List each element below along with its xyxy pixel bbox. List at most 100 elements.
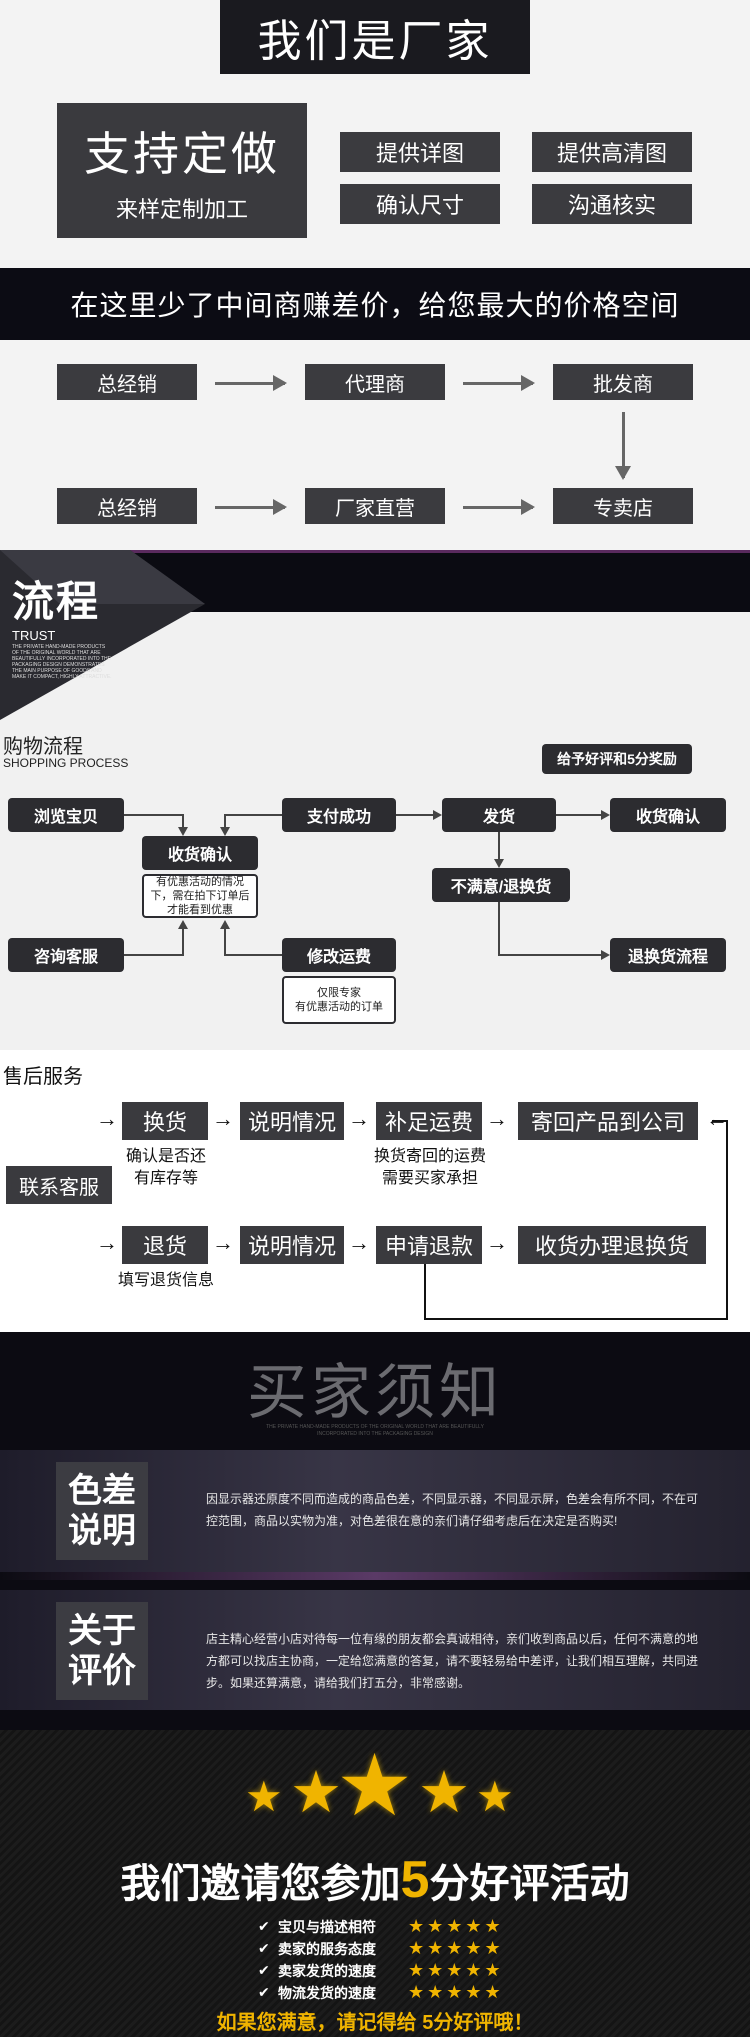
arrow-right-icon: → [348,1106,370,1131]
contact-service-box: 联系客服 [6,1166,112,1204]
connector-line [124,814,184,816]
chain-factory-direct: 厂家直营 [305,488,445,524]
return-loop-line [712,1120,728,1122]
tag-label: 确认尺寸 [375,193,464,218]
rating-headline: 我们邀请您参加5分好评活动 [0,1850,750,1910]
custom-main-box: 支持定做 来样定制加工 [57,103,307,238]
connector-line [498,954,602,956]
star-icon: ★ [476,1773,514,1820]
arrow-right-icon: → [96,1106,118,1131]
tag-communicate: 沟通核实 [532,184,692,224]
confirm-receipt-box: 收货确认 [610,798,726,832]
arrow-up-icon [220,920,230,929]
chain-general-distributor-1: 总经销 [57,364,197,400]
arrow-up-icon [178,920,188,929]
arrow-right-icon: → [96,1230,118,1255]
factory-title-box: 我们是厂家 [220,0,530,74]
unsatisfied-box: 不满意/退换货 [432,868,570,902]
arrow-right-icon [433,810,442,820]
explain-label: 说明情况 [247,1110,336,1135]
rating-item-label: 物流发货的速度 [278,1984,376,2001]
connector-line [124,954,184,956]
rating-stars: ★★★★★ [408,1960,504,1980]
modify-fee-note: 仅限专家 有优惠活动的订单 [282,976,396,1024]
consult-label: 咨询客服 [33,949,98,966]
middleman-banner: 在这里少了中间商赚差价，给您最大的价格空间 [0,268,750,340]
exchange-label: 换货 [142,1110,187,1135]
flow-header-accent [0,550,750,553]
chain-general-distributor-2: 总经销 [57,488,197,524]
headline-pre: 我们邀请您参加 [120,1862,401,1906]
arrow-left-icon: ← [706,1106,728,1131]
arrow-right-icon: → [212,1106,234,1131]
receive-label: 收货办理退换货 [534,1234,689,1259]
rating-row: ✔卖家发货的速度★★★★★ [258,1960,504,1981]
send-back-box: 寄回产品到公司 [518,1102,698,1140]
tag-detail-drawing: 提供详图 [340,132,500,172]
headline-post: 分好评活动 [429,1862,630,1906]
refund-label: 退货 [142,1234,187,1259]
refund-box: 退货 [122,1226,208,1264]
eval-text: 店主精心经营小店对待每一位有缘的朋友都会真诚相待，亲们收到商品以后，任何不满意的… [206,1632,699,1690]
connector-line [182,928,184,956]
pay-success-label: 支付成功 [306,809,371,826]
apply-refund-label: 申请退款 [384,1234,473,1259]
ship-box: 发货 [442,798,556,832]
exchange-note-line: 有库存等 [133,1170,198,1187]
add-fee-note-line: 换货寄回的运费 [373,1148,486,1165]
exchange-note-line: 确认是否还 [125,1148,206,1165]
custom-main-title: 支持定做 [84,127,280,180]
explain-box-1: 说明情况 [240,1102,344,1140]
chain-store: 专卖店 [553,488,693,524]
star-icon: ★ [245,1773,283,1820]
chain-wholesaler: 批发商 [553,364,693,400]
rating-item-label: 宝贝与描述相符 [278,1918,376,1935]
connector-line [556,814,602,816]
tag-label: 提供详图 [375,141,464,166]
add-fee-note: 换货寄回的运费 需要买家承担 [352,1146,508,1190]
check-icon: ✔ [258,1962,270,1978]
factory-title: 我们是厂家 [257,17,493,66]
explain-box-2: 说明情况 [240,1226,344,1264]
reward-box: 给予好评和5分奖励 [542,744,692,774]
rating-stars: ★★★★★ [408,1982,504,2002]
ship-label: 发货 [482,809,515,826]
modify-fee-label: 修改运费 [306,949,371,966]
unsatisfied-label: 不满意/退换货 [450,879,552,896]
rating-stars: ★★★★★ [408,1938,504,1958]
chain-label: 总经销 [97,373,157,396]
arrow-right-icon: → [486,1230,508,1255]
headline-num: 5 [400,1851,430,1909]
return-flow-box: 退换货流程 [610,938,726,972]
chain-agent: 代理商 [305,364,445,400]
connector-line [182,814,184,828]
buyer-notice-section: 买家须知 THE PRIVATE HAND-MADE PRODUCTS OF T… [0,1332,750,1730]
arrow-icon [463,375,535,391]
send-back-label: 寄回产品到公司 [530,1110,685,1135]
connector-line [224,814,282,816]
apply-refund-box: 申请退款 [376,1226,482,1264]
browse-label: 浏览宝贝 [33,809,98,826]
exchange-note: 确认是否还 有库存等 [108,1146,224,1190]
refund-note-text: 填写退货信息 [117,1272,214,1289]
tag-hd-image: 提供高清图 [532,132,692,172]
receipt-label: 收货确认 [167,847,232,864]
badge-line: 关于 [68,1612,136,1650]
arrow-down-icon [494,859,504,868]
rating-row: ✔宝贝与描述相符★★★★★ [258,1916,504,1937]
arrow-icon [215,375,287,391]
arrow-right-icon: → [348,1230,370,1255]
receive-box: 收货办理退换货 [518,1226,706,1264]
color-diff-badge: 色差 说明 [56,1462,148,1560]
tag-label: 提供高清图 [556,141,667,166]
star-icon: ★ [418,1760,470,1825]
shopping-en: SHOPPING PROCESS [3,756,129,770]
custom-main-sub: 来样定制加工 [115,196,248,222]
arrow-right-icon: → [212,1230,234,1255]
arrow-down-icon [178,827,188,836]
modify-fee-box: 修改运费 [282,938,396,972]
rating-row: ✔物流发货的速度★★★★★ [258,1982,504,2003]
return-loop-line [424,1264,426,1320]
badge-line: 色差 [68,1472,136,1510]
modify-note-line: 有优惠活动的订单 [295,1001,383,1013]
